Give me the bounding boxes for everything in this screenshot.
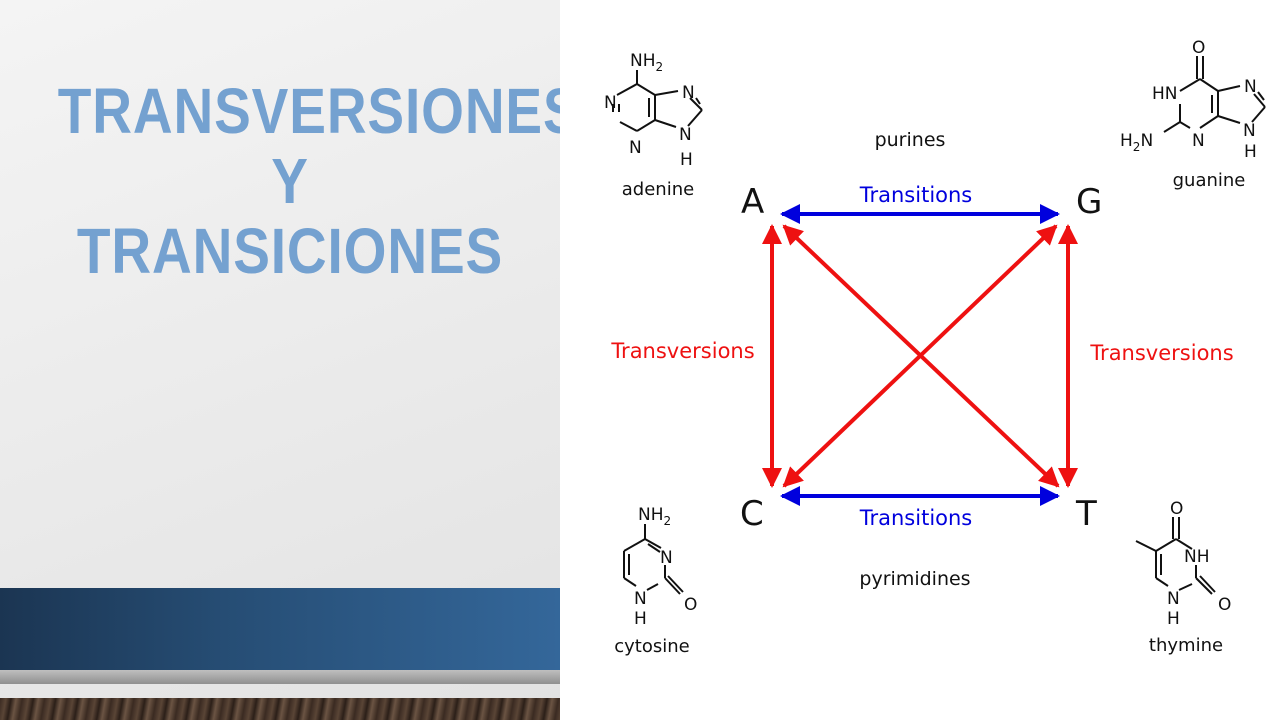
thymine-o4: O [1170, 499, 1183, 519]
guanine-o6: O [1192, 38, 1205, 58]
slide-title: TRANSVERSIONES Y TRANSICIONES [57, 75, 560, 287]
thymine-o2: O [1218, 595, 1231, 615]
thymine-nh3: NH [1184, 547, 1210, 567]
base-c: C [740, 494, 764, 534]
guanine-hn1: HN [1152, 84, 1178, 104]
guanine-label: guanine [1173, 170, 1246, 191]
guanine-n9: N [1243, 121, 1256, 141]
title-line-1: TRANSVERSIONES [57, 75, 560, 147]
base-g: G [1076, 182, 1102, 222]
cytosine-n3: N [660, 548, 673, 568]
cytosine-label: cytosine [614, 636, 689, 657]
cytosine-n1: N [634, 589, 647, 609]
adenine-nh2: NH2 [630, 51, 663, 74]
thymine-label: thymine [1149, 635, 1223, 656]
cytosine-structure [623, 524, 684, 595]
adenine-structure [612, 70, 703, 132]
thymine-structure [1135, 517, 1216, 595]
label-purines: purines [875, 129, 946, 151]
thymine-n1: N [1167, 589, 1180, 609]
adenine-n9: N [679, 125, 692, 145]
adenine-label: adenine [622, 179, 694, 200]
mutation-diagram: A G C T Transitions Transitions Transver… [560, 0, 1280, 720]
base-a: A [741, 182, 764, 222]
guanine-h2n: H2N [1120, 131, 1153, 154]
thymine-h1: H [1167, 609, 1180, 629]
transversion-arrow-g-c [782, 224, 1058, 488]
title-line-2: Y [271, 145, 309, 217]
base-t: T [1075, 494, 1097, 534]
cytosine-h1: H [634, 609, 647, 629]
guanine-n7: N [1244, 77, 1257, 97]
adenine-n1: N [604, 93, 617, 113]
guanine-h9: H [1244, 142, 1257, 162]
label-transitions-top: Transitions [859, 183, 973, 207]
accent-bar [0, 588, 560, 670]
adenine-n7: N [682, 83, 695, 103]
wood-texture-strip [0, 698, 560, 720]
adenine-h9: H [680, 150, 693, 170]
guanine-structure [1163, 56, 1266, 133]
guanine-n3: N [1192, 131, 1205, 151]
cytosine-o2: O [684, 595, 697, 615]
label-transitions-bottom: Transitions [859, 506, 973, 530]
label-transversions-left: Transversions [610, 339, 754, 363]
grey-strip [0, 670, 560, 684]
label-pyrimidines: pyrimidines [859, 568, 970, 590]
mutation-diagram-svg: A G C T Transitions Transitions Transver… [604, 38, 1266, 657]
label-transversions-right: Transversions [1089, 341, 1233, 365]
cytosine-nh2: NH2 [638, 505, 671, 528]
title-line-3: TRANSICIONES [76, 215, 504, 287]
title-panel: TRANSVERSIONES Y TRANSICIONES [0, 0, 560, 720]
adenine-n3: N [629, 138, 642, 158]
